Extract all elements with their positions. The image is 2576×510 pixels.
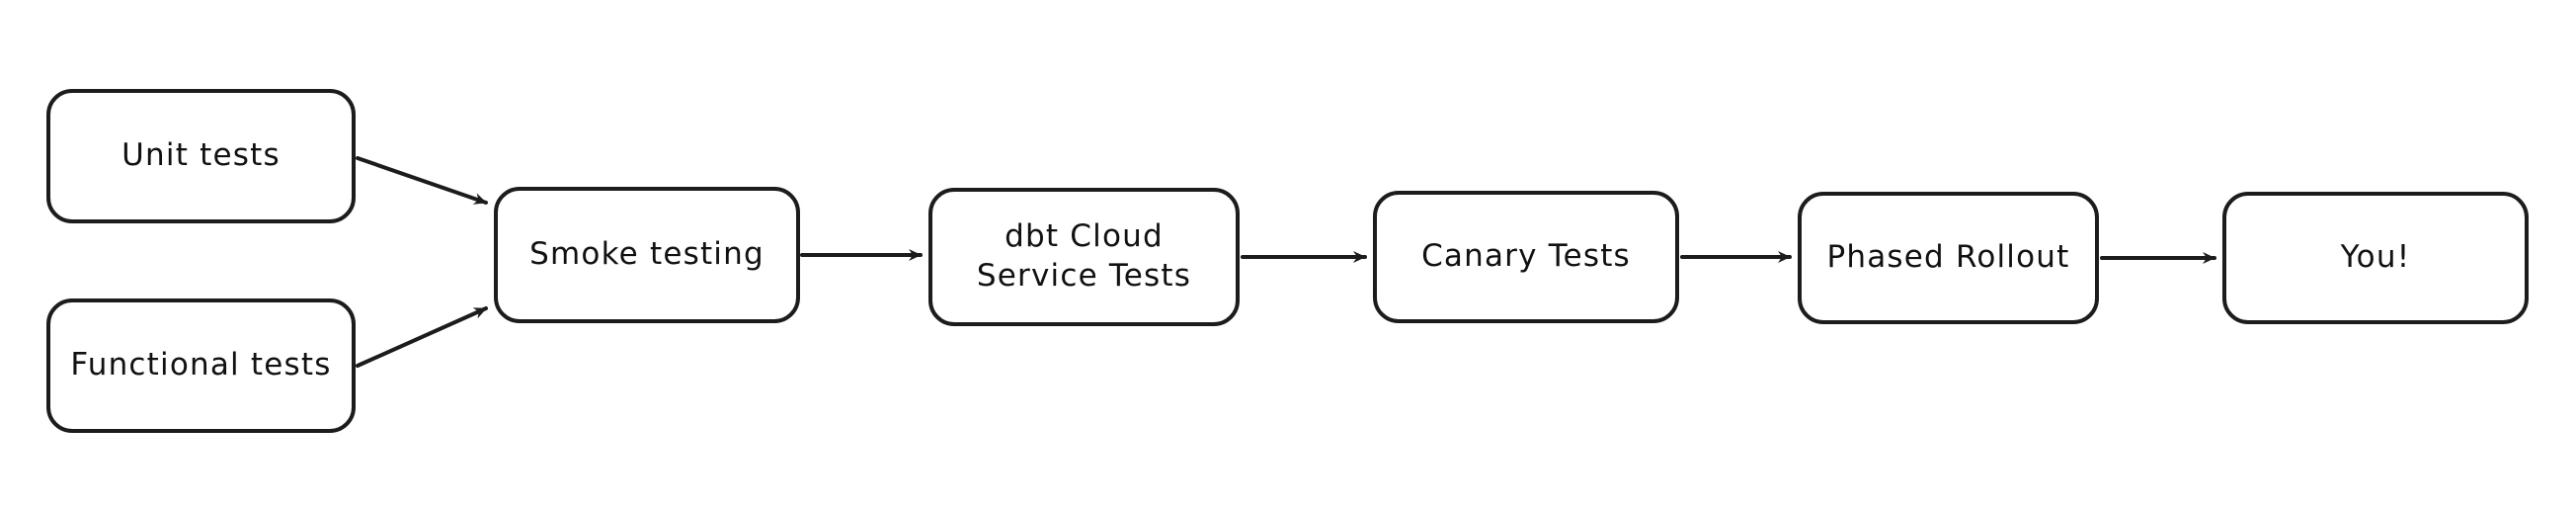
node-label-canary-tests: Canary Tests bbox=[1421, 238, 1631, 275]
node-you[interactable]: You! bbox=[2222, 192, 2529, 324]
node-label-dbt-cloud-service-tests: dbt Cloud Service Tests bbox=[976, 218, 1192, 294]
node-label-functional-tests: Functional tests bbox=[70, 347, 332, 383]
node-unit-tests[interactable]: Unit tests bbox=[46, 89, 356, 223]
node-label-you: You! bbox=[2340, 239, 2411, 276]
node-label-unit-tests: Unit tests bbox=[121, 137, 281, 174]
node-canary-tests[interactable]: Canary Tests bbox=[1373, 191, 1679, 323]
edge-functional-to-smoke bbox=[356, 306, 488, 368]
node-label-phased-rollout: Phased Rollout bbox=[1826, 239, 2070, 276]
node-smoke-testing[interactable]: Smoke testing bbox=[494, 187, 800, 323]
edge-unit-to-smoke bbox=[356, 156, 488, 205]
node-label-smoke-testing: Smoke testing bbox=[529, 236, 765, 273]
node-dbt-cloud-service-tests[interactable]: dbt Cloud Service Tests bbox=[928, 188, 1240, 326]
node-functional-tests[interactable]: Functional tests bbox=[46, 298, 356, 433]
node-phased-rollout[interactable]: Phased Rollout bbox=[1798, 192, 2099, 324]
